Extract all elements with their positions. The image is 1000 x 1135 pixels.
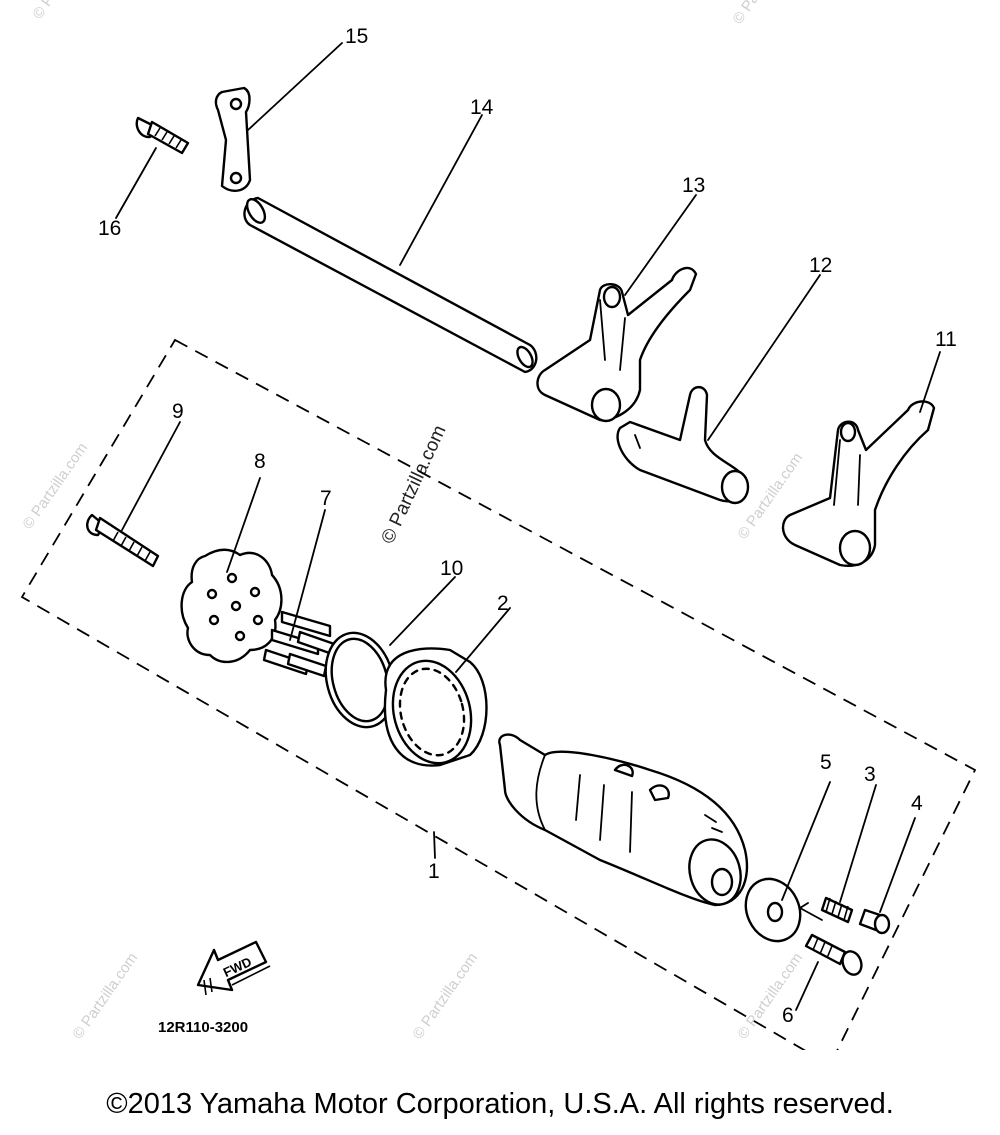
callout-15: 15 xyxy=(345,25,368,48)
callout-9: 9 xyxy=(172,400,184,423)
copyright-notice: ©2013 Yamaha Motor Corporation, U.S.A. A… xyxy=(106,1088,894,1120)
part-3-spring xyxy=(820,896,854,924)
watermark: © Partzilla.com xyxy=(409,950,481,1043)
callout-13: 13 xyxy=(682,174,705,197)
callout-10: 10 xyxy=(440,557,463,580)
part-9-screw xyxy=(86,513,160,568)
part-4-pin xyxy=(858,908,891,935)
part-12-shift-fork xyxy=(616,385,750,505)
watermark: © Partzilla.com xyxy=(729,0,801,27)
part-11-shift-fork xyxy=(781,400,936,567)
callout-14: 14 xyxy=(470,96,494,119)
part-1-shift-cam xyxy=(498,733,749,907)
leader-lines xyxy=(115,42,941,1011)
callout-3: 3 xyxy=(864,763,876,786)
callout-2: 2 xyxy=(497,592,509,615)
diagram-part-code: 12R110-3200 xyxy=(158,1019,248,1036)
part-2-bearing xyxy=(383,647,488,767)
part-5-washer xyxy=(744,877,802,943)
part-13-shift-fork xyxy=(536,266,698,423)
part-6-screw xyxy=(804,933,863,976)
watermark: © Partzilla.com xyxy=(19,440,91,533)
callout-6: 6 xyxy=(782,1004,794,1027)
callout-5: 5 xyxy=(820,751,832,774)
part-14-shift-fork-shaft xyxy=(243,196,538,374)
part-15-stopper-plate xyxy=(214,86,252,192)
callout-1: 1 xyxy=(428,860,440,883)
callout-12: 12 xyxy=(809,254,832,277)
callout-16: 16 xyxy=(98,217,121,240)
callout-8: 8 xyxy=(254,450,266,473)
assembly-boundary xyxy=(20,338,977,1050)
callout-4: 4 xyxy=(911,792,923,815)
watermark-center: © Partzilla.com xyxy=(377,422,450,547)
part-8-segment xyxy=(180,548,283,664)
fwd-arrow: FWD xyxy=(196,940,271,996)
part-16-screw xyxy=(135,116,190,155)
callout-11: 11 xyxy=(935,328,957,351)
callout-numbers: 1 2 3 4 5 6 7 8 9 10 11 12 13 14 15 16 xyxy=(98,25,957,1027)
callout-7: 7 xyxy=(320,487,332,510)
watermark: © Partzilla.com xyxy=(734,950,806,1043)
shift-cam-exploded-diagram: © Partzilla.com © Partzilla.com © Partzi… xyxy=(19,0,977,1050)
watermark: © Partzilla.com xyxy=(29,0,101,22)
watermark: © Partzilla.com xyxy=(69,950,141,1043)
